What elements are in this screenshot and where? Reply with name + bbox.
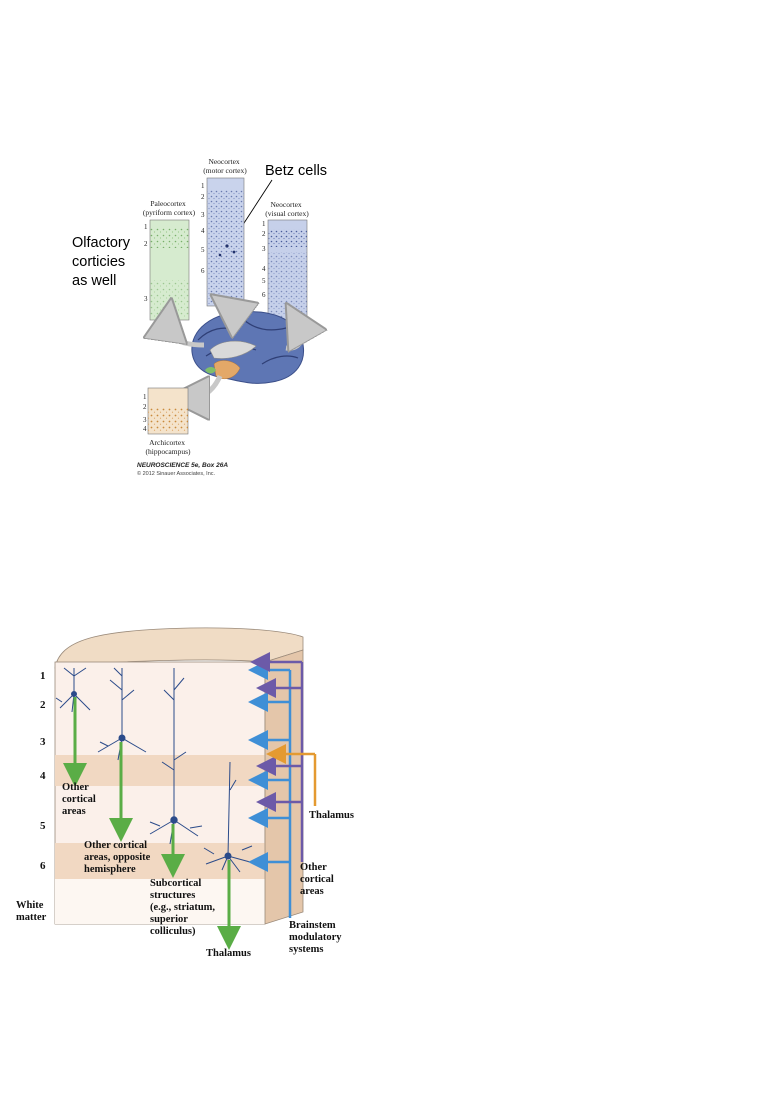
neuron-layer3 — [97, 667, 147, 761]
archicortex-cells — [148, 408, 188, 432]
visual-layer-3: 3 — [262, 245, 266, 253]
betz-cell — [232, 250, 236, 254]
bottom-figure: 1 2 3 4 5 6 White matter — [16, 627, 354, 959]
layer-label-3: 3 — [40, 736, 46, 748]
neuron-layer2 — [55, 667, 91, 713]
archi-layer-4: 4 — [143, 425, 147, 433]
betz-cell — [218, 253, 222, 257]
neuron-layer6 — [203, 761, 253, 873]
thalamic-inputs — [266, 744, 317, 806]
motor-layer-5: 5 — [201, 246, 205, 254]
cortex-block-top — [54, 627, 304, 669]
layer-label-4: 4 — [40, 770, 46, 782]
layer-label-5: 5 — [40, 820, 46, 832]
visual-layer-4: 4 — [262, 265, 266, 273]
neuron-layer5 — [149, 668, 203, 845]
motor-layer-3: 3 — [201, 211, 205, 219]
output-label-subcortical: Subcortical structures (e.g., striatum, … — [150, 878, 218, 937]
arrow-to-archicortex — [190, 374, 223, 398]
motor-cortex-column: Neocortex (motor cortex) 1 2 3 4 5 6 — [201, 157, 247, 307]
betz-cell — [225, 244, 229, 248]
cortex-block-side — [264, 649, 304, 925]
output-label-opposite-hemisphere: Other cortical areas, opposite hemispher… — [84, 840, 153, 875]
visual-cortex-column: Neocortex (visual cortex) 1 2 3 4 5 6 — [262, 200, 309, 321]
layer-label-6: 6 — [40, 860, 46, 872]
betz-annotation: Betz cells — [265, 163, 327, 179]
archi-layer-1: 1 — [143, 393, 147, 401]
paleo-layer-3: 3 — [144, 295, 148, 303]
arrow-to-paleocortex — [168, 322, 205, 348]
motor-layer-1: 1 — [201, 182, 205, 190]
input-label-brainstem: Brainstem modulatory systems — [289, 920, 344, 955]
motor-layer-2: 2 — [201, 193, 205, 201]
top-figure: Olfactory corticies as well Betz cells P… — [72, 157, 327, 477]
brainstem-inputs — [248, 660, 292, 918]
paleocortex-layer3-cells — [150, 280, 189, 318]
visual-layer-5: 5 — [262, 277, 266, 285]
figure-credit: NEUROSCIENCE 5e, Box 26A © 2012 Sinauer … — [137, 454, 232, 477]
paleocortex-column: Paleocortex (pyriform cortex) 1 2 3 — [143, 199, 196, 321]
motor-layer-6: 6 — [201, 267, 205, 275]
neurons — [55, 667, 253, 873]
visual-cortex-title: Neocortex (visual cortex) — [265, 200, 309, 218]
arrow-to-motor-cortex — [230, 309, 236, 320]
motor-layer-4: 4 — [201, 227, 205, 235]
olfactory-annotation: Olfactory corticies as well — [72, 235, 134, 289]
white-matter-label: White matter — [16, 900, 47, 923]
paleocortex-layer2-cells — [150, 228, 189, 248]
visual-cortex-dense-band — [268, 229, 307, 247]
paleo-layer-1: 1 — [144, 223, 148, 231]
paleocortex-title: Paleocortex (pyriform cortex) — [143, 199, 196, 217]
output-label-thalamus: Thalamus — [206, 948, 251, 959]
motor-cortex-title: Neocortex (motor cortex) — [203, 157, 247, 175]
paleo-layer-2: 2 — [144, 240, 148, 248]
input-label-other-cortical: Other cortical areas — [300, 862, 336, 897]
archicortex-title: Archicortex (hippocampus) — [146, 438, 191, 456]
visual-cortex-cells — [268, 252, 307, 318]
archi-layer-2: 2 — [143, 403, 147, 411]
motor-cortex-cells — [207, 190, 244, 304]
visual-layer-2: 2 — [262, 230, 266, 238]
layer-label-2: 2 — [40, 699, 46, 711]
cortical-inputs — [250, 652, 304, 862]
archicortex-column: 1 2 3 4 Archicortex (hippocampus) — [143, 387, 191, 456]
visual-layer-1: 1 — [262, 220, 266, 228]
archi-layer-3: 3 — [143, 416, 147, 424]
layer-label-1: 1 — [40, 670, 46, 682]
input-label-thalamus: Thalamus — [309, 810, 354, 821]
output-label-other-cortical: Other cortical areas — [62, 782, 98, 817]
arrow-to-visual-cortex — [286, 324, 302, 348]
visual-layer-6: 6 — [262, 291, 266, 299]
